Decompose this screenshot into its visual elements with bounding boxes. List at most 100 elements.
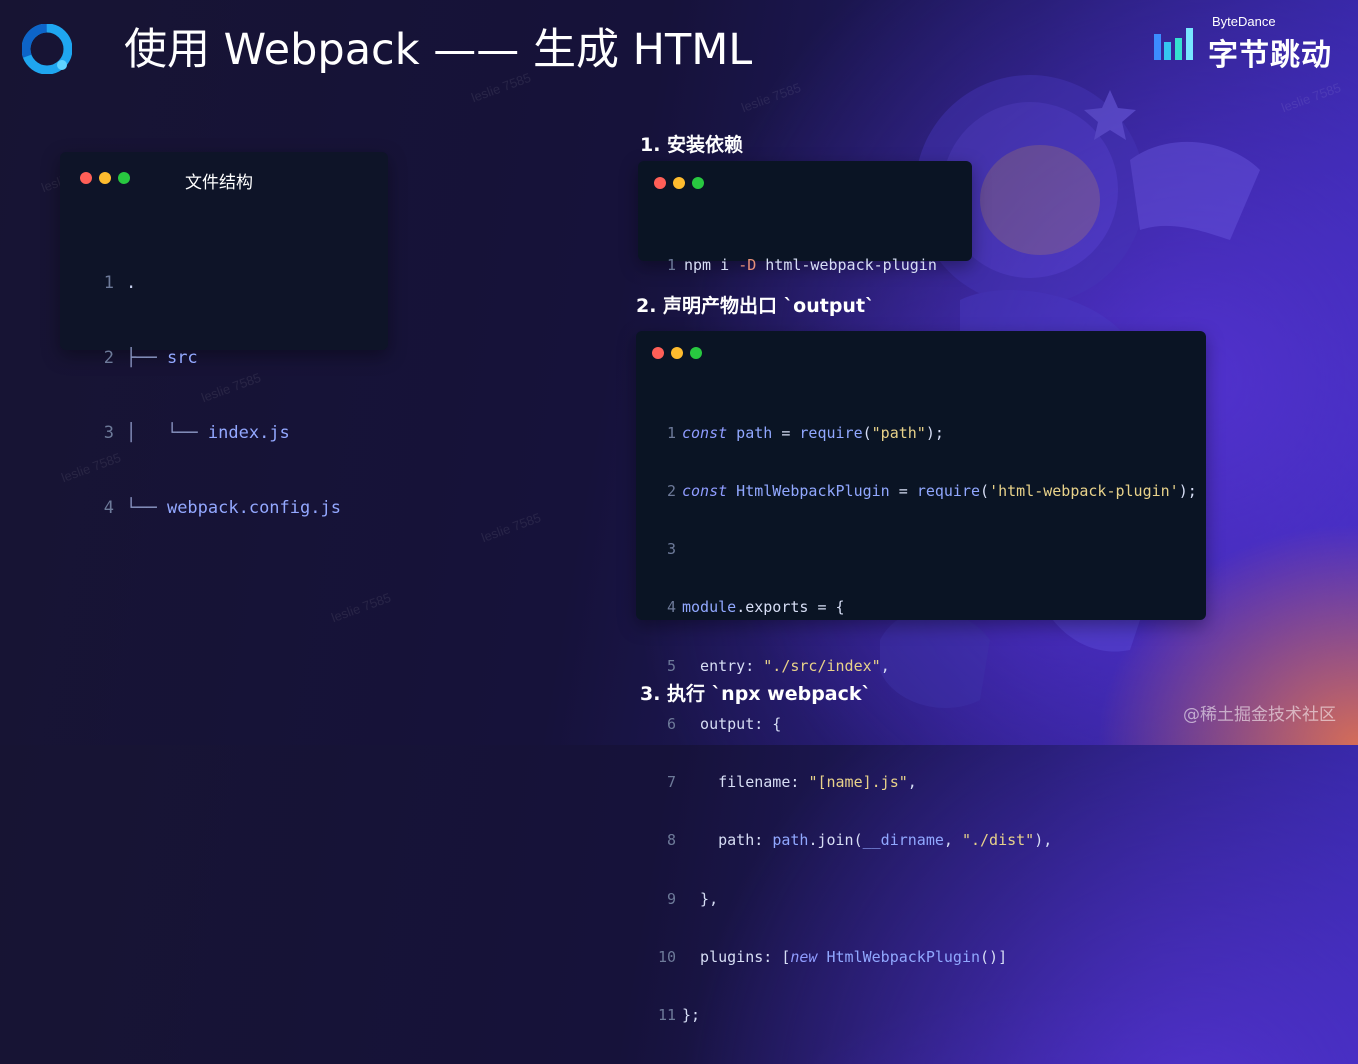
code-token: .exports = { (736, 598, 845, 617)
tree-node: index.js (207, 423, 290, 443)
tree-branch: └── (126, 498, 167, 518)
code-token: : (745, 656, 764, 675)
code-token: 'html-webpack-plugin' (989, 482, 1179, 501)
code-line: 7 filename: "[name].js", (656, 773, 1197, 792)
maximize-dot-icon (692, 177, 704, 189)
step-2-heading: 2. 声明产物出口 `output` (636, 295, 875, 317)
code-token: path (772, 831, 809, 850)
code-token: require (916, 482, 981, 501)
code-token: ), (1034, 831, 1053, 850)
code-line: 6 output: { (656, 715, 1197, 734)
code-token: HtmlWebpackPlugin (817, 947, 981, 966)
code-token: , (943, 831, 962, 850)
line-number: 7 (666, 773, 676, 792)
step-1-heading: 1. 安装依赖 (640, 134, 744, 156)
code-token: entry (682, 656, 746, 675)
code-line: 10 plugins: [new HtmlWebpackPlugin()] (656, 948, 1197, 967)
code-token: module (682, 598, 737, 617)
code-token: path (727, 423, 773, 442)
window-controls (654, 177, 704, 189)
close-dot-icon (80, 172, 92, 184)
code-token: __dirname (862, 831, 944, 850)
command-package: html-webpack-plugin (756, 255, 937, 274)
install-code-window: 1 npm i -D html-webpack-plugin (638, 161, 972, 274)
code-token: "path" (871, 423, 926, 442)
window-controls (80, 172, 130, 184)
close-dot-icon (654, 177, 666, 189)
bytedance-logo: ByteDance 字节跳动 (1154, 14, 1338, 73)
source-watermark: @稀土掘金技术社区 (1183, 705, 1336, 725)
line-number: 8 (666, 831, 676, 850)
line-number: 1 (666, 255, 676, 274)
file-structure-window: 文件结构 1. 2 ├── src 3 │ └── index.js 4 └── we… (60, 152, 388, 518)
file-tree-line: 2 ├── src (100, 346, 341, 371)
close-dot-icon (652, 347, 664, 359)
minimize-dot-icon (673, 177, 685, 189)
line-number: 3 (103, 423, 114, 443)
brand-name-cn: 字节跳动 (1208, 38, 1332, 73)
code-line: 2 const HtmlWebpackPlugin = require('html… (656, 482, 1197, 501)
line-number: 1 (103, 273, 114, 293)
code-token: : (790, 773, 809, 792)
maximize-dot-icon (690, 347, 702, 359)
code-token: output (682, 714, 755, 733)
file-tree: 1. 2 ├── src 3 │ └── index.js 4 └── webpack… (100, 221, 341, 571)
code-token: : [ (763, 947, 791, 966)
code-token: ); (925, 423, 944, 442)
line-number: 3 (666, 540, 676, 559)
minimize-dot-icon (99, 172, 111, 184)
tree-branch: │ └── (126, 423, 208, 443)
line-number: 2 (666, 482, 676, 501)
install-command: 1 npm i -D html-webpack-plugin (666, 217, 937, 314)
file-structure-title: 文件结构 (185, 173, 253, 193)
bytedance-mark-icon (1154, 28, 1193, 60)
code-token: .join( (808, 831, 863, 850)
code-token: = (889, 482, 917, 501)
tree-node: src (166, 348, 198, 368)
file-tree-line: 1. (100, 271, 341, 296)
code-line: 5 entry: "./src/index", (656, 657, 1197, 676)
code-line: 8 path: path.join(__dirname, "./dist"), (656, 831, 1197, 850)
file-tree-line: 4 └── webpack.config.js (100, 496, 341, 521)
command-flag: -D (738, 255, 757, 274)
code-token: : { (754, 714, 782, 733)
code-token: = (772, 423, 800, 442)
line-number: 9 (666, 889, 676, 908)
line-number: 4 (103, 498, 114, 518)
tree-node: webpack.config.js (166, 498, 341, 518)
window-controls (652, 347, 702, 359)
code-line: 9 }, (656, 890, 1197, 909)
code-token: }, (682, 889, 719, 908)
code-token: ); (1178, 482, 1197, 501)
code-token: const (682, 482, 728, 501)
step-3-heading: 3. 执行 `npx webpack` (640, 683, 872, 705)
code-token: ( (862, 423, 872, 442)
line-number: 1 (666, 423, 676, 442)
code-token: ()] (980, 947, 1008, 966)
file-tree-line: 3 │ └── index.js (100, 421, 341, 446)
page-title: 使用 Webpack —— 生成 HTML (124, 25, 753, 75)
maximize-dot-icon (118, 172, 130, 184)
line-number: 11 (657, 1006, 676, 1024)
code-token: : (754, 831, 773, 850)
code-token: ( (980, 482, 990, 501)
code-line: 3 (656, 540, 1197, 559)
code-token: "./dist" (961, 831, 1035, 850)
tree-branch: ├── (126, 348, 167, 368)
code-token: plugins (682, 947, 764, 966)
app-logo-icon (22, 24, 72, 74)
command-text: npm i (684, 255, 739, 274)
code-token: , (880, 656, 890, 675)
minimize-dot-icon (671, 347, 683, 359)
line-number: 4 (666, 598, 676, 617)
code-line: 4 module.exports = { (656, 598, 1197, 617)
code-line: 11}; (656, 1006, 1197, 1025)
code-token: require (799, 423, 863, 442)
code-token: HtmlWebpackPlugin (727, 482, 890, 501)
code-token: filename (682, 773, 791, 792)
line-number: 2 (103, 348, 114, 368)
code-token: "./src/index" (763, 656, 881, 675)
